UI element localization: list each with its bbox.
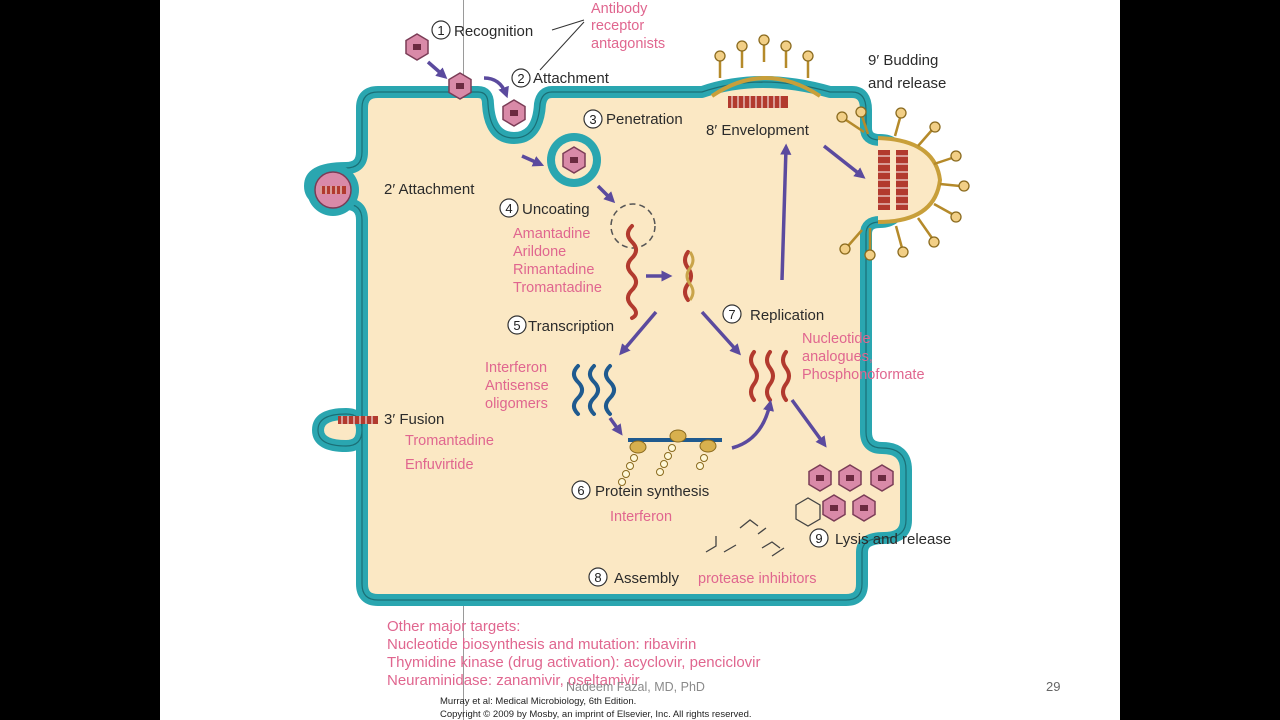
figure-credit: Murray et al: Medical Microbiology, 6th … [440,696,752,720]
drugs-uncoating: Amantadine Arildone Rimantadine Tromanta… [513,226,602,296]
svg-text:Uncoating: Uncoating [522,201,590,218]
step-8: 8 Assembly [588,567,680,587]
step-9-prime-line1: 9′ Budding [868,52,938,69]
svg-text:Interferon: Interferon [485,360,547,376]
budding-virion [836,106,970,261]
svg-text:2: 2 [517,71,524,86]
step-7: 7 Replication [722,304,824,324]
ribosomes [618,429,722,486]
svg-text:receptor: receptor [591,18,644,34]
svg-text:Assembly: Assembly [614,570,680,587]
svg-text:Penetration: Penetration [606,111,683,128]
step-2-prime: 2′ Attachment [384,181,475,198]
step-8-prime: 8′ Envelopment [706,122,810,139]
envelopment-patch [710,33,822,108]
svg-text:4: 4 [505,201,512,216]
drugs-replication: Nucleotide analogues, Phosphonoformate [802,331,925,383]
drugs-protein-synthesis: Interferon [610,509,672,525]
svg-text:9: 9 [815,531,822,546]
svg-text:Other major targets:: Other major targets: [387,618,520,635]
svg-text:Neuraminidase: zanamivir, osel: Neuraminidase: zanamivir, oseltamivir [387,672,640,689]
svg-text:Phosphonoformate: Phosphonoformate [802,367,925,383]
antibody-leader-lines [539,19,585,71]
svg-text:oligomers: oligomers [485,396,548,412]
drugs-assembly: protease inhibitors [698,571,817,587]
svg-text:Antisense: Antisense [485,378,549,394]
penetration-vesicle [547,133,601,187]
svg-text:Nucleotide biosynthesis and mu: Nucleotide biosynthesis and mutation: ri… [387,636,696,653]
other-targets: Other major targets: Nucleotide biosynth… [387,618,760,689]
svg-text:Attachment: Attachment [533,70,610,87]
svg-text:Enfuvirtide: Enfuvirtide [405,457,474,473]
progeny-virions [705,464,894,557]
uncoating-capsid [610,203,656,249]
svg-text:Tromantadine: Tromantadine [513,280,602,296]
fusion-pocket [338,416,378,424]
svg-text:Rimantadine: Rimantadine [513,262,594,278]
step-3-prime: 3′ Fusion [384,411,444,428]
svg-text:Antibody: Antibody [591,1,648,17]
step-6: 6 Protein synthesis [571,480,709,500]
svg-text:Copyright © 2009 by Mosby, an: Copyright © 2009 by Mosby, an imprint of… [440,709,752,720]
drugs-transcription: Interferon Antisense oligomers [485,360,549,412]
page-number: 29 [1046,679,1060,694]
drugs-fusion: Tromantadine Enfuvirtide [405,433,494,473]
svg-text:Nucleotide: Nucleotide [802,331,871,347]
svg-text:Transcription: Transcription [528,318,614,335]
svg-text:Amantadine: Amantadine [513,226,590,242]
step-3: 3 Penetration [583,109,683,129]
svg-text:8: 8 [594,570,601,585]
svg-text:Arildone: Arildone [513,244,566,260]
svg-text:Thymidine kinase (drug activat: Thymidine kinase (drug activation): acyc… [387,654,760,671]
svg-text:5: 5 [513,318,520,333]
svg-text:Protein synthesis: Protein synthesis [595,483,709,500]
step-9: 9 Lysis and release [809,528,951,548]
svg-text:6: 6 [577,483,584,498]
step-4: 4 Uncoating [499,198,590,218]
step-1: 1 Recognition [431,20,533,40]
step-9-prime-line2: and release [868,75,946,92]
svg-text:antagonists: antagonists [591,36,665,52]
svg-text:Murray et al: Medical Microbio: Murray et al: Medical Microbiology, 6th … [440,696,636,707]
drugs-attachment: Antibody receptor antagonists [591,1,665,52]
genome-strands [572,224,791,416]
svg-text:analogues,: analogues, [802,349,873,365]
author-watermark: Nadeem Fazal, MD, PhD [566,680,705,694]
svg-text:Tromantadine: Tromantadine [405,433,494,449]
step-5: 5 Transcription [507,315,614,335]
pathway-arrows [426,60,866,450]
step-2: 2 Attachment [511,68,610,88]
attachment-vesicle [307,164,359,216]
svg-text:Recognition: Recognition [454,23,533,40]
svg-text:Replication: Replication [750,307,824,324]
svg-text:Lysis and release: Lysis and release [835,531,951,548]
svg-text:1: 1 [437,23,444,38]
svg-text:7: 7 [728,307,735,322]
svg-text:3: 3 [589,112,596,127]
